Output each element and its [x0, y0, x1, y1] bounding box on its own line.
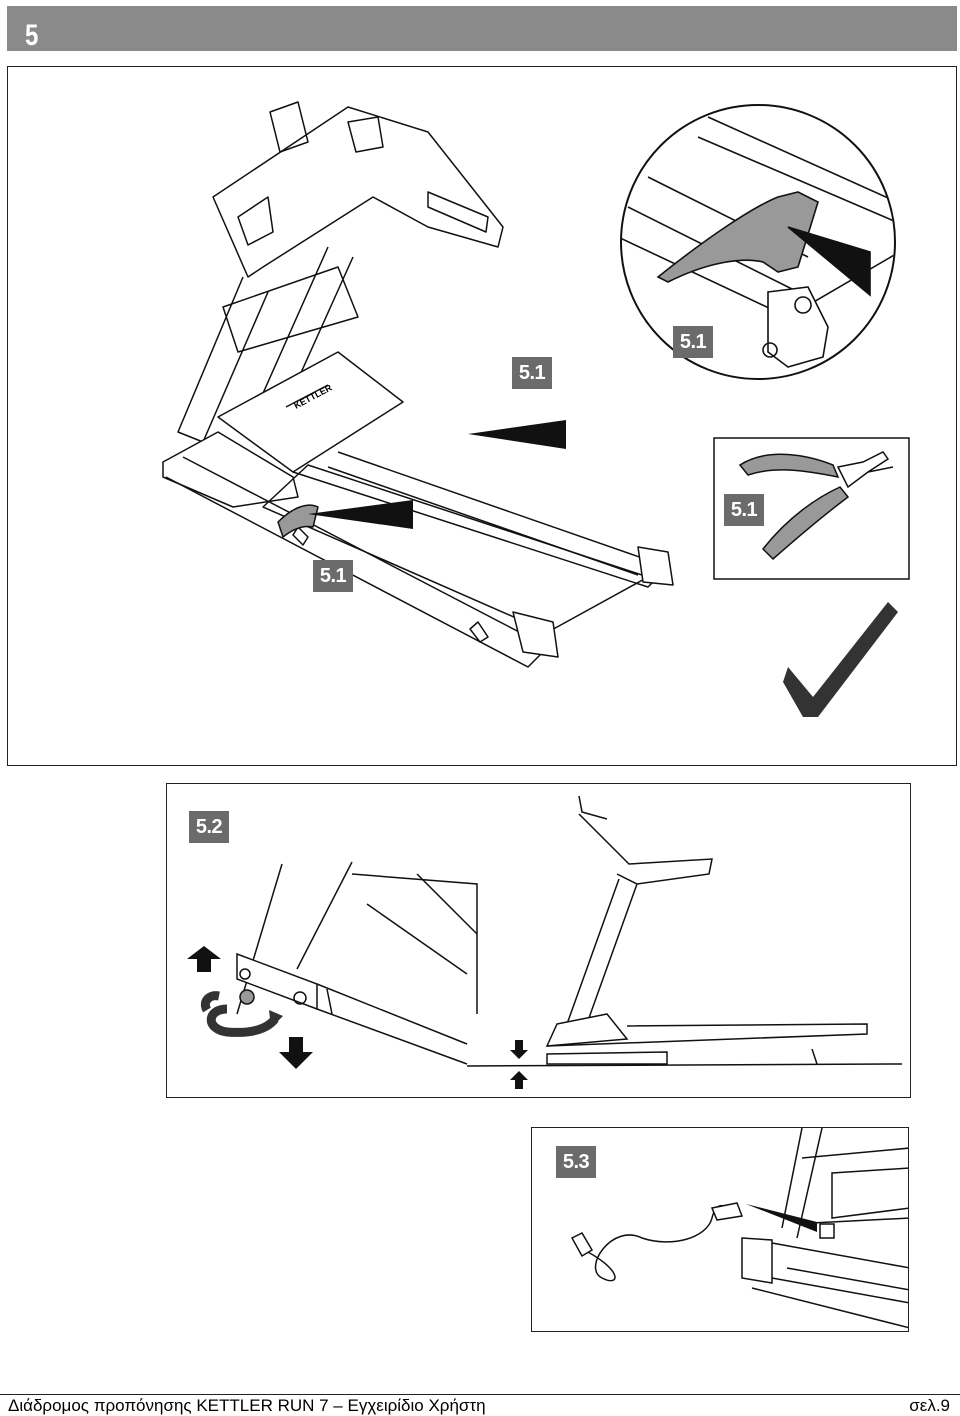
label-leveling: 5.2 [189, 811, 229, 843]
page-number: σελ.9 [909, 1396, 950, 1415]
pointer-arrow-strap [308, 500, 413, 529]
arrow-up-icon [187, 946, 221, 972]
pointer-arrow-belt [468, 420, 566, 449]
unpacking-panel: KETTLER [7, 66, 957, 766]
footer-title: Διάδρομος προπόνησης KETTLER RUN 7 – Εγχ… [8, 1396, 486, 1415]
label-power: 5.3 [556, 1146, 596, 1178]
arrow-down-icon [279, 1037, 313, 1069]
step-number: 5 [25, 19, 39, 52]
footer-rule [0, 1394, 960, 1395]
label-strap: 5.1 [313, 560, 353, 592]
side-cutter-icon [738, 451, 894, 561]
treadmill-illustration: KETTLER [162, 101, 910, 717]
leveling-panel: 5.2 [166, 783, 911, 1098]
label-cutter: 5.1 [724, 494, 764, 526]
step-header-bar: 5 [7, 6, 957, 52]
checkmark-icon [783, 602, 898, 717]
power-illustration [570, 1128, 908, 1329]
arrow-up-icon-floor [510, 1071, 528, 1089]
rotate-icon [200, 991, 283, 1037]
pointer-arrow-socket [746, 1204, 817, 1232]
leveling-illustration [187, 795, 903, 1089]
zoom-detail-circle [620, 104, 896, 380]
arrow-down-icon-floor [510, 1040, 528, 1059]
label-zoom: 5.1 [673, 326, 713, 358]
label-belt: 5.1 [512, 357, 552, 389]
power-panel: 5.3 [531, 1127, 909, 1332]
